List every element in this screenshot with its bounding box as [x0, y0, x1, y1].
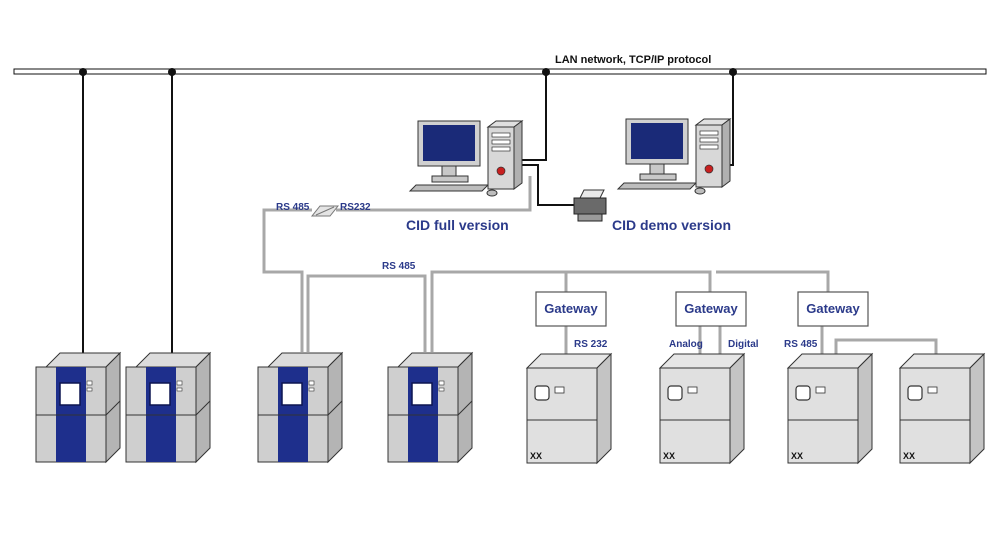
blue-chamber-1: [35, 352, 121, 463]
gray-chamber-2-xx: XX: [663, 451, 675, 461]
gray-chamber-3: [787, 353, 873, 464]
workstation-demo-label: CID demo version: [612, 217, 731, 233]
printer-icon: [573, 189, 607, 222]
link-label-rs232-a: RS232: [340, 202, 371, 213]
lan-drops: [82, 72, 734, 357]
gateway-1-label: Gateway: [544, 301, 598, 316]
link-label-digital: Digital: [728, 339, 759, 350]
gray-chamber-4-xx: XX: [903, 451, 915, 461]
link-label-rs232-b: RS 232: [574, 339, 608, 350]
lan-backbone: [13, 68, 987, 75]
lan-junctions: [79, 68, 737, 76]
gray-chamber-4: [899, 353, 985, 464]
blue-chamber-2: [125, 352, 211, 463]
serial-converter: [310, 205, 340, 217]
workstation-demo-icon: [617, 118, 731, 195]
workstation-full-label: CID full version: [406, 217, 509, 233]
workstation-full-icon: [409, 120, 523, 197]
gray-chamber-3-xx: XX: [791, 451, 803, 461]
blue-chamber-3: [257, 352, 343, 463]
gray-chamber-1-xx: XX: [530, 451, 542, 461]
gray-chamber-2: [659, 353, 745, 464]
gateway-1: Gateway: [535, 291, 607, 327]
blue-chamber-4: [387, 352, 473, 463]
gateway-2-label: Gateway: [684, 301, 738, 316]
gateway-3: Gateway: [797, 291, 869, 327]
gateway-2: Gateway: [675, 291, 747, 327]
printer-cable: [520, 164, 580, 206]
link-label-analog: Analog: [669, 339, 703, 350]
link-label-rs485-a: RS 485: [276, 202, 310, 213]
gateway-3-label: Gateway: [806, 301, 860, 316]
lan-label: LAN network, TCP/IP protocol: [555, 54, 711, 66]
link-label-rs485-c: RS 485: [784, 339, 818, 350]
link-label-rs485-b: RS 485: [382, 261, 416, 272]
gray-chamber-1: [526, 353, 612, 464]
